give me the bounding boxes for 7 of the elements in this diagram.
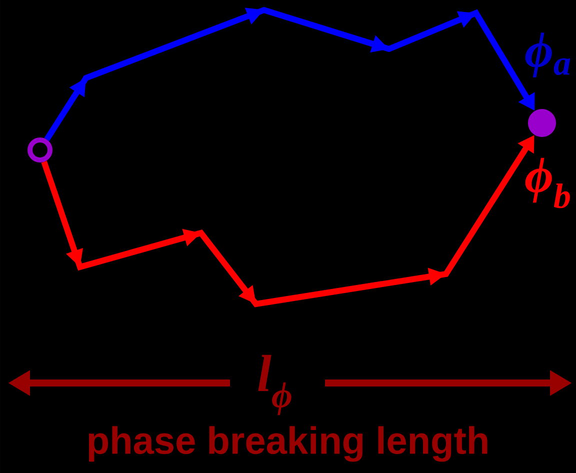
dimension-label: l$_{ϕ}$ xyxy=(258,354,292,416)
edge-label: ϕ$_{b}$ xyxy=(525,158,570,208)
arrow-path xyxy=(44,6,535,142)
node-circle xyxy=(28,138,52,162)
dimension-label: phase breaking length xyxy=(88,426,488,462)
node-circle xyxy=(528,109,556,137)
edge-label: ϕ$_{a}$ xyxy=(525,32,570,78)
